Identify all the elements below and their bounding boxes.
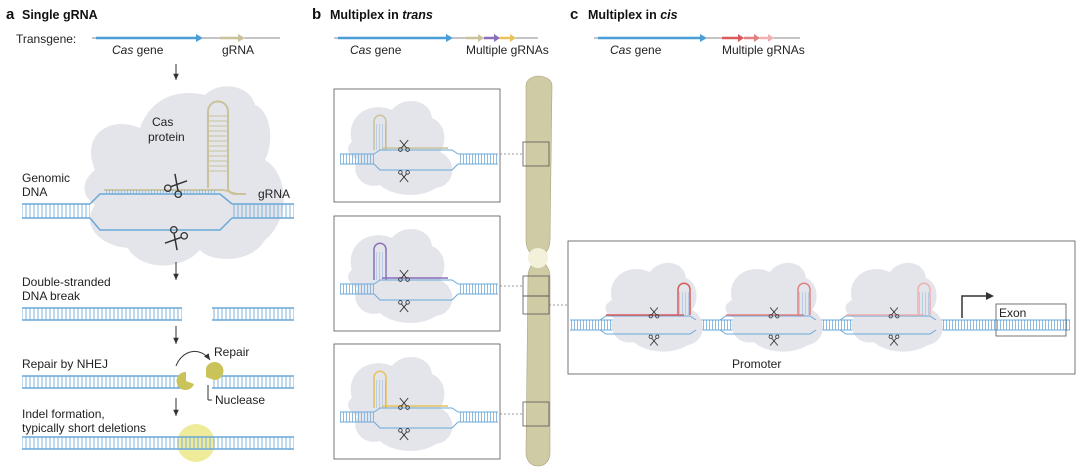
cas-protein-label-1: Cas	[152, 115, 173, 129]
multiple-grnas-label-b: Multiple gRNAs	[466, 43, 549, 57]
indel-dna-a	[22, 436, 294, 450]
scissors-icon	[398, 170, 410, 183]
cas-gene-label-b: Cas gene	[350, 43, 402, 57]
repair-dna-a	[22, 375, 294, 389]
panel-b-letter: b	[312, 6, 321, 23]
repair-nhej-label: Repair by NHEJ	[22, 357, 108, 371]
curved-repair-arrow-icon	[175, 351, 211, 367]
scissors-icon	[398, 397, 410, 410]
grna-callout-a: gRNA	[258, 187, 290, 201]
dsb-label-1: Double-stranded	[22, 275, 111, 289]
genomic-dna-a	[22, 189, 294, 231]
transgene-line-a	[92, 34, 280, 42]
repair-label: Repair	[214, 345, 249, 359]
cis-complex-1	[599, 262, 703, 352]
panel-b: b Multiplex in trans Cas gene Multiple g…	[312, 6, 568, 467]
scissors-icon	[768, 334, 780, 346]
multiple-grnas-label-c: Multiple gRNAs	[722, 43, 805, 57]
transgene-line-b	[334, 34, 538, 42]
trans-box-2	[333, 215, 501, 332]
scissors-icon	[398, 300, 410, 313]
transgene-label: Transgene:	[16, 32, 76, 46]
genomic-dna-label-2: DNA	[22, 185, 47, 199]
promoter-label: Promoter	[732, 357, 781, 371]
scissors-icon	[164, 225, 189, 251]
trans-box-3	[333, 343, 501, 460]
chromosome	[500, 75, 568, 467]
panel-a: a Single gRNA Transgene: Cas gene gRNA C…	[6, 6, 294, 462]
cas-gene-label-c: Cas gene	[610, 43, 662, 57]
cis-complex-3	[839, 262, 943, 352]
trans-box-1	[333, 88, 501, 203]
scissors-icon	[398, 269, 410, 282]
scissors-icon	[648, 334, 660, 346]
grna-label-a: gRNA	[222, 43, 254, 57]
panel-a-title: Single gRNA	[22, 8, 98, 22]
promoter-arrow-icon	[961, 292, 994, 318]
cis-complex-2	[719, 262, 823, 352]
broken-dna-a	[22, 307, 294, 321]
scissors-icon	[888, 307, 900, 319]
exon-box	[995, 303, 1067, 337]
indel-label-2: typically short deletions	[22, 421, 146, 435]
transgene-line-c	[594, 34, 800, 42]
scissors-icon	[648, 307, 660, 319]
indel-label-1: Indel formation,	[22, 407, 105, 421]
cas-protein-label-2: protein	[148, 130, 185, 144]
nuclease-icon	[176, 371, 194, 390]
scissors-icon	[398, 139, 410, 152]
dsb-label-2: DNA break	[22, 289, 81, 303]
scissors-icon	[398, 428, 410, 441]
scissors-icon	[888, 334, 900, 346]
panel-c-letter: c	[570, 6, 578, 23]
panel-c-title: Multiplex in cis	[588, 8, 678, 22]
genomic-dna-label-1: Genomic	[22, 171, 70, 185]
panel-b-title: Multiplex in trans	[330, 8, 433, 22]
panel-c: c Multiplex in cis Cas gene Multiple gRN…	[567, 6, 1076, 375]
nuclease-icon	[206, 362, 224, 381]
exon-label: Exon	[999, 306, 1026, 320]
nuclease-label: Nuclease	[215, 393, 265, 407]
scissors-icon	[163, 173, 188, 199]
cas-gene-label-a: Cas gene	[112, 43, 164, 57]
scissors-icon	[768, 307, 780, 319]
cas-protein-blob	[84, 86, 284, 266]
panel-a-letter: a	[6, 6, 15, 23]
